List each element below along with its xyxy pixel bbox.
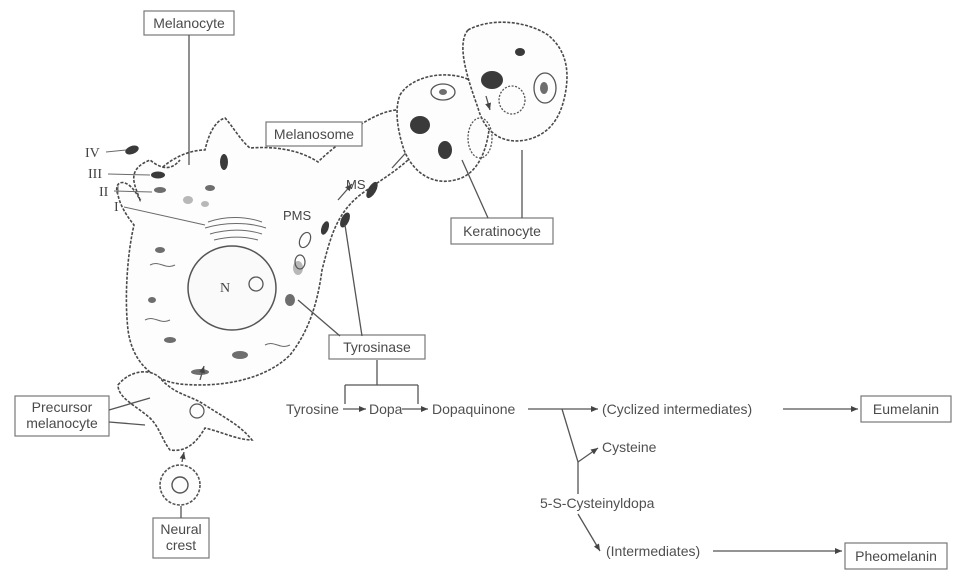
- dopaquinone-text: Dopaquinone: [432, 401, 516, 417]
- svg-text:Melanosome: Melanosome: [274, 126, 354, 142]
- keratinocyte-label: Keratinocyte: [451, 218, 553, 244]
- svg-text:Neural: Neural: [160, 521, 201, 537]
- tyrosinase-label: Tyrosinase: [329, 335, 425, 359]
- nucleus: [188, 246, 276, 330]
- stage-iii-label: III: [88, 167, 102, 182]
- cysteinyldopa-text: 5-S-Cysteinyldopa: [540, 495, 655, 511]
- precursor-melanocyte-label: Precursor melanocyte: [15, 396, 109, 436]
- svg-text:Precursor: Precursor: [32, 399, 93, 415]
- stage-ii-label: II: [99, 185, 109, 200]
- tyrosine-text: Tyrosine: [286, 401, 339, 417]
- stage-pms-label: PMS: [283, 208, 312, 223]
- svg-text:Melanocyte: Melanocyte: [153, 15, 225, 31]
- eumelanin-box: Eumelanin: [861, 396, 951, 422]
- svg-text:Keratinocyte: Keratinocyte: [463, 223, 541, 239]
- melanocyte-label: Melanocyte: [144, 11, 234, 35]
- svg-text:melanocyte: melanocyte: [26, 415, 98, 431]
- melanosome-label: Melanosome: [266, 122, 362, 146]
- svg-text:Pheomelanin: Pheomelanin: [855, 548, 937, 564]
- svg-text:Eumelanin: Eumelanin: [873, 401, 939, 417]
- dopa-text: Dopa: [369, 401, 403, 417]
- cysteine-text: Cysteine: [602, 439, 657, 455]
- intermediates-text: (Intermediates): [606, 543, 700, 559]
- cyclized-intermediates-text: (Cyclized intermediates): [602, 401, 752, 417]
- svg-text:crest: crest: [166, 537, 196, 553]
- neural-crest-cell: [160, 465, 200, 505]
- pathway: Tyrosine Dopa Dopaquinone (Cyclized inte…: [286, 360, 951, 569]
- stage-i-label: I: [114, 200, 119, 215]
- neural-crest-label: Neural crest: [153, 518, 209, 558]
- stage-iv-label: IV: [85, 146, 100, 161]
- keratinocyte-cells: [397, 22, 567, 181]
- nucleus-label: N: [220, 281, 230, 296]
- svg-text:Tyrosinase: Tyrosinase: [343, 339, 411, 355]
- stage-ms-label: MS: [346, 177, 366, 192]
- pheomelanin-box: Pheomelanin: [845, 543, 947, 569]
